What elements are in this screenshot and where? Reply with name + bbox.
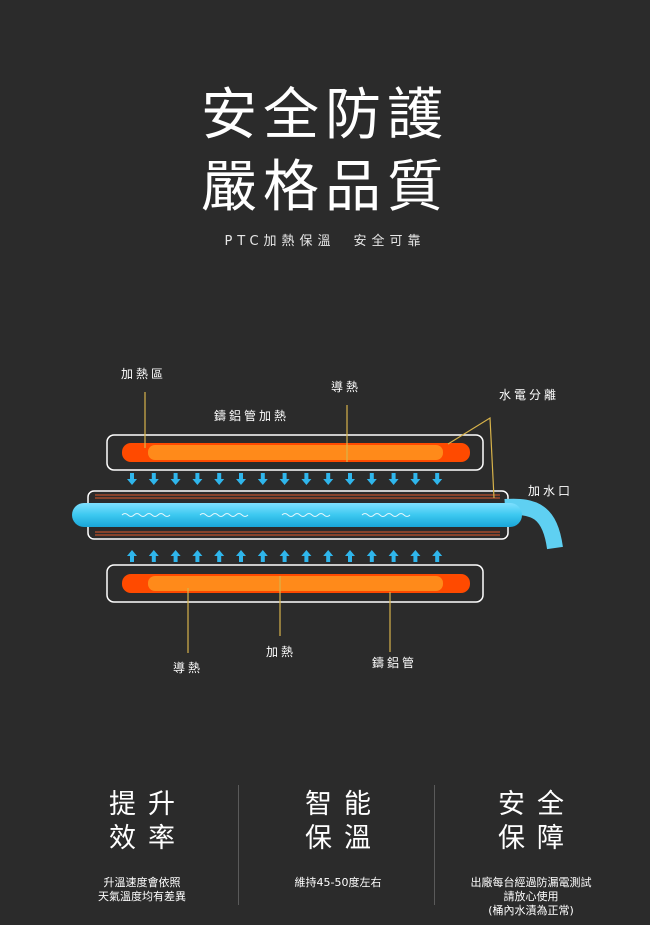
heat-arrow-down <box>170 473 181 485</box>
heat-arrow-up <box>236 550 246 562</box>
feature-smart-warming-heading: 智能 保溫 <box>243 788 433 856</box>
bottom-heater-glow <box>148 576 443 591</box>
heat-arrow-up <box>323 550 334 562</box>
label-water-electric-separation: 水電分離 <box>499 388 559 402</box>
heat-arrow-down <box>192 473 203 485</box>
feature-safety-heading-2: 保障 <box>498 823 576 854</box>
heat-arrows-down <box>127 473 443 485</box>
heat-arrows-up <box>127 550 443 562</box>
heat-arrow-down <box>279 473 290 485</box>
feature-efficiency-heading: 提升 效率 <box>47 788 237 856</box>
water-waves <box>121 513 411 517</box>
label-conduct-top: 導熱 <box>331 380 361 394</box>
heat-arrow-down <box>345 473 355 485</box>
heat-arrow-down <box>127 473 137 485</box>
feature-safety-text-2: 請放心使用 <box>503 890 559 903</box>
heat-arrow-down <box>148 473 159 485</box>
heat-arrow-up <box>148 550 159 562</box>
top-heater-glow <box>148 445 443 460</box>
label-conduct-bottom: 導熱 <box>173 661 203 675</box>
bottom-heater-housing <box>106 564 484 603</box>
heater-diagram: 加熱區 導熱 水電分離 鑄鋁管加熱 加水口 加熱 導熱 鑄鋁管 <box>72 367 573 675</box>
feature-efficiency-text: 升溫速度會依照 天氣溫度均有差異 <box>47 876 237 904</box>
feature-efficiency-heading-2: 效率 <box>109 823 187 854</box>
subtitle: PTC加熱保溫 安全可靠 <box>224 234 426 249</box>
heat-arrow-up <box>410 550 421 562</box>
heat-arrow-up <box>214 550 225 562</box>
heat-arrow-up <box>170 550 181 562</box>
label-heating: 加熱 <box>266 645 296 659</box>
feature-safety: 安全 保障 出廠每台經過防漏電測試 請放心使用 (桶內水漬為正常) <box>436 788 626 918</box>
heat-arrow-down <box>323 473 334 485</box>
heat-arrow-down <box>214 473 225 485</box>
heat-arrow-up <box>127 550 137 562</box>
feature-smart-warming-heading-1: 智能 <box>305 789 383 820</box>
heat-arrow-down <box>410 473 421 485</box>
feature-smart-warming-text-1: 維持45-50度左右 <box>294 876 382 889</box>
divider-2 <box>434 785 435 905</box>
heat-arrow-up <box>432 550 443 562</box>
heat-arrow-up <box>192 550 203 562</box>
heat-arrow-up <box>366 550 377 562</box>
feature-safety-text-3: (桶內水漬為正常) <box>488 904 574 917</box>
heat-arrow-down <box>432 473 443 485</box>
heat-arrow-up <box>388 550 399 562</box>
feature-safety-heading-1: 安全 <box>498 789 576 820</box>
label-water-inlet: 加水口 <box>528 484 573 498</box>
feature-efficiency-heading-1: 提升 <box>109 789 187 820</box>
feature-smart-warming-heading-2: 保溫 <box>305 823 383 854</box>
feature-smart-warming: 智能 保溫 維持45-50度左右 <box>243 788 433 890</box>
heat-arrow-up <box>279 550 290 562</box>
heat-arrow-up <box>301 550 312 562</box>
label-cast-aluminum-heating: 鑄鋁管加熱 <box>214 408 289 423</box>
pointer-lines <box>144 392 495 653</box>
feature-efficiency-text-2: 天氣溫度均有差異 <box>98 890 186 903</box>
heat-arrow-down <box>388 473 399 485</box>
title-line-1: 安全防護 <box>201 83 449 148</box>
heat-arrow-up <box>257 550 268 562</box>
feature-efficiency-text-1: 升溫速度會依照 <box>103 876 181 889</box>
title-line-2: 嚴格品質 <box>201 155 449 220</box>
heat-arrow-down <box>236 473 246 485</box>
feature-efficiency: 提升 效率 升溫速度會依照 天氣溫度均有差異 <box>47 788 237 904</box>
top-heater-housing <box>106 434 484 471</box>
label-cast-aluminum-tube: 鑄鋁管 <box>372 655 417 670</box>
feature-safety-heading: 安全 保障 <box>436 788 626 856</box>
feature-smart-warming-text: 維持45-50度左右 <box>243 876 433 890</box>
divider-1 <box>238 785 239 905</box>
heat-arrow-down <box>257 473 268 485</box>
heat-arrow-down <box>301 473 312 485</box>
feature-safety-text: 出廠每台經過防漏電測試 請放心使用 (桶內水漬為正常) <box>436 876 626 918</box>
heat-arrow-up <box>345 550 355 562</box>
feature-safety-text-1: 出廠每台經過防漏電測試 <box>470 876 592 889</box>
label-heating-zone: 加熱區 <box>121 367 166 381</box>
heat-arrow-down <box>366 473 377 485</box>
water-tube <box>72 503 522 527</box>
